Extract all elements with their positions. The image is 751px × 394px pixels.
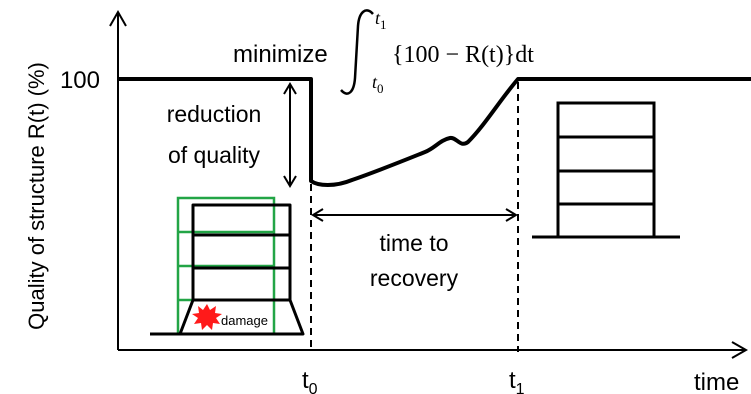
y-axis-arrowhead bbox=[109, 9, 127, 27]
t1-label: t1 bbox=[509, 367, 525, 394]
reduction-label-line2: of quality bbox=[168, 142, 261, 168]
recovery-label-line1: time to bbox=[379, 230, 448, 256]
damaged-building: damage bbox=[150, 196, 305, 336]
deformed-frame bbox=[178, 203, 305, 336]
quality-curve bbox=[118, 77, 751, 187]
reduction-label-line1: reduction bbox=[167, 101, 262, 127]
integral-sign bbox=[340, 9, 374, 95]
integrand: {100 − R(t)}dt bbox=[392, 42, 534, 68]
damage-label: damage bbox=[221, 313, 268, 328]
y-axis-label: Quality of structure R(t) (%) bbox=[24, 62, 49, 330]
axes bbox=[109, 9, 749, 359]
x-axis-arrowhead bbox=[731, 341, 749, 359]
damage-mark bbox=[192, 304, 222, 330]
recovered-building bbox=[532, 101, 680, 239]
recovery-label-line2: recovery bbox=[370, 265, 459, 291]
integral-lower-limit: t0 bbox=[372, 72, 384, 96]
reduction-arrow bbox=[283, 82, 297, 188]
t0-label: t0 bbox=[302, 367, 318, 394]
objective-word: minimize bbox=[233, 41, 328, 68]
y-tick-100: 100 bbox=[60, 67, 100, 94]
integral-upper-limit: t1 bbox=[375, 8, 387, 32]
x-axis-label: time bbox=[694, 369, 739, 394]
recovery-arrow bbox=[311, 208, 518, 222]
